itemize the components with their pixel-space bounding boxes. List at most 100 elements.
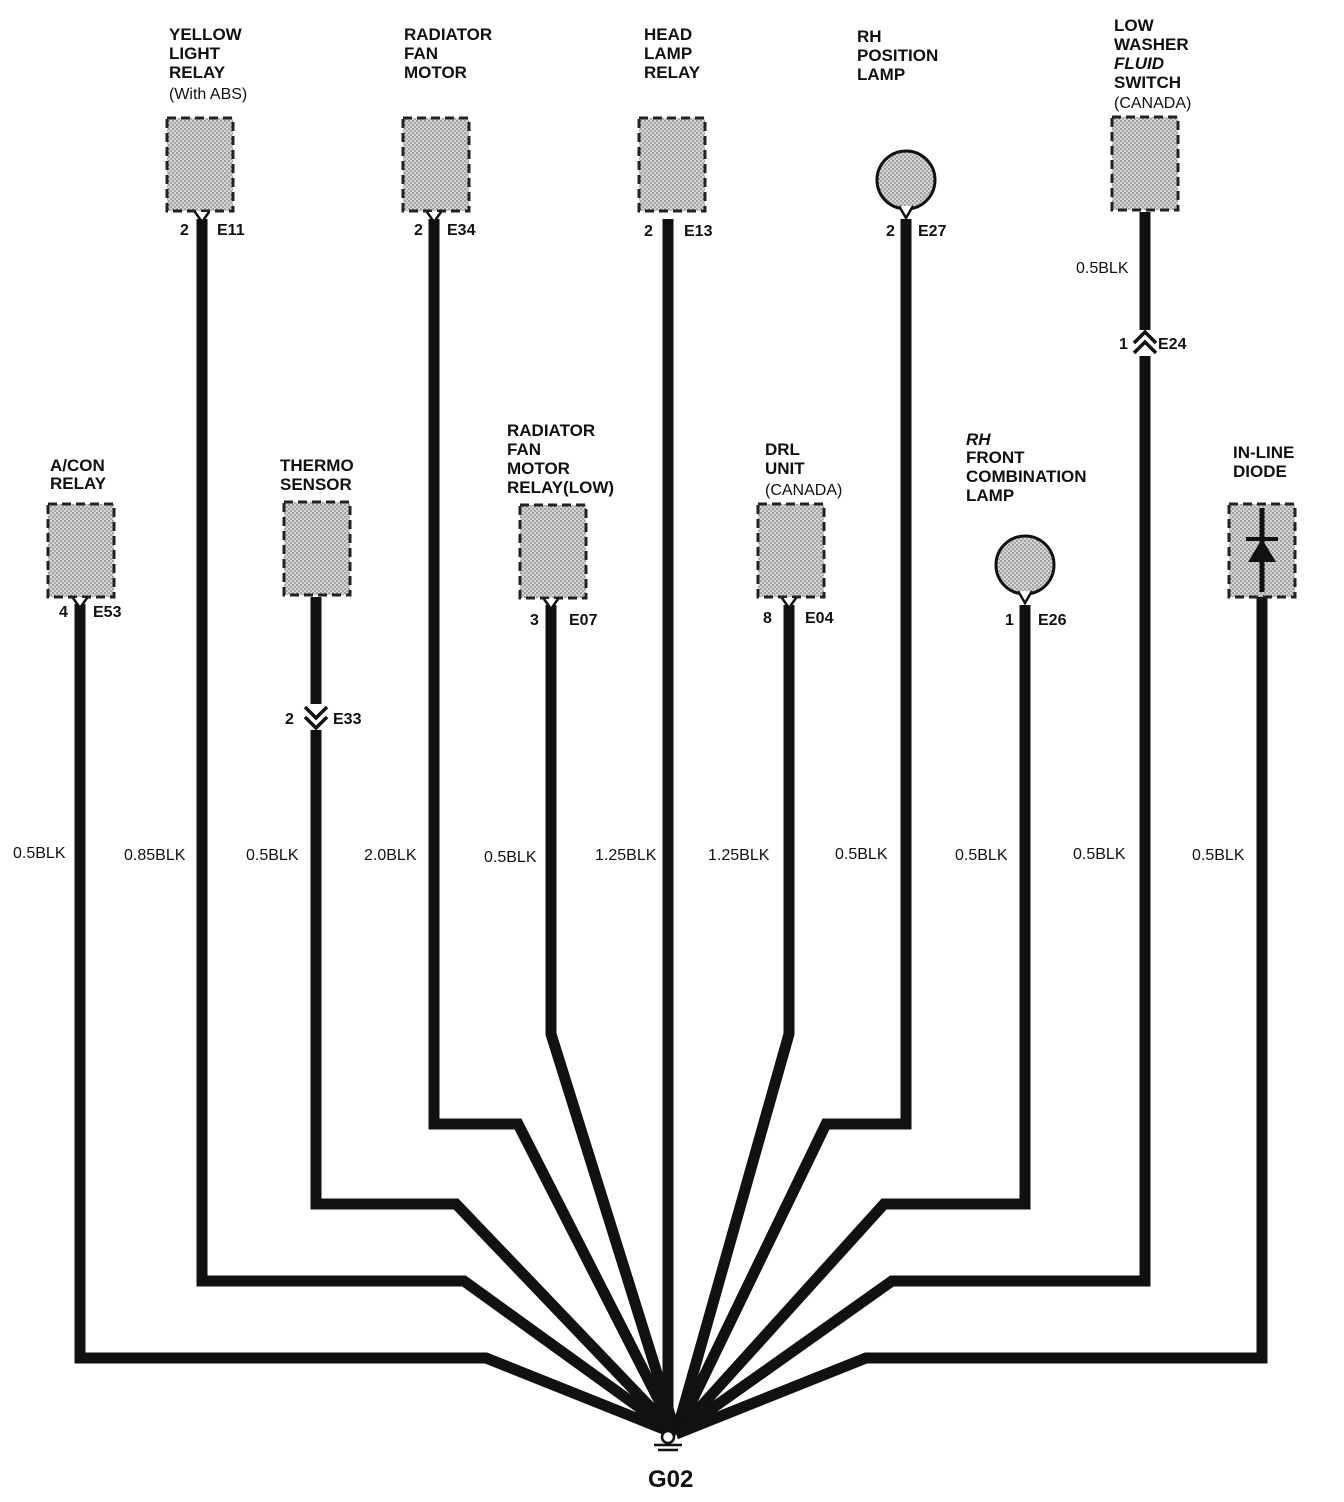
rh-front-combination-lamp-bulb [994, 534, 1056, 596]
head-lamp-relay-label-1: HEAD [644, 25, 692, 44]
wire-drl-unit [670, 605, 795, 1436]
yellow-light-relay-note: (With ABS) [169, 86, 247, 103]
rh-position-lamp-bulb [875, 149, 937, 211]
head-lamp-relay-label-2: LAMP [644, 44, 692, 63]
thermo-sensor-inline-pin: 2 [285, 711, 294, 728]
a-con-relay-pin: 4 [59, 604, 68, 621]
low-washer-fluid-switch-wire-spec: 0.5BLK [1073, 846, 1126, 863]
e26-pin-marker-icon [1016, 590, 1034, 606]
drl-unit-label-2: UNIT [765, 459, 805, 478]
e24-inline-connector-icon [1132, 329, 1158, 356]
e11-pin-marker-icon [193, 211, 211, 225]
drl-unit-note: (CANADA) [765, 482, 842, 499]
low-washer-fluid-switch-label-4: SWITCH [1114, 73, 1181, 92]
radiator-fan-motor-relay-low-box [518, 503, 588, 600]
drl-unit-connector: E04 [805, 610, 834, 627]
component-shapes [46, 115, 1297, 600]
low-washer-fluid-switch-label-2: WASHER [1114, 35, 1189, 54]
head-lamp-relay-box [637, 116, 707, 213]
radiator-fan-motor-relay-low-label-1: RADIATOR [507, 421, 595, 440]
a-con-relay-box [46, 502, 116, 599]
e53-pin-marker-icon [71, 597, 89, 611]
head-lamp-relay-wire-spec: 1.25BLK [595, 847, 657, 864]
thermo-sensor-box [282, 500, 352, 597]
rh-front-combination-lamp-label-4: LAMP [966, 486, 1014, 505]
rh-front-combination-lamp-connector: E26 [1038, 612, 1067, 629]
ground-symbol-icon [654, 1429, 682, 1452]
rh-position-lamp-label-1: RH [857, 27, 882, 46]
component-labels: A/CON RELAY YELLOW LIGHT RELAY (With ABS… [50, 16, 1294, 505]
rh-position-lamp-label-3: LAMP [857, 65, 905, 84]
radiator-fan-motor-wire-spec: 2.0BLK [364, 847, 417, 864]
yellow-light-relay-label-2: LIGHT [169, 44, 221, 63]
low-washer-fluid-switch-inline-pin: 1 [1119, 336, 1128, 353]
rh-front-combination-lamp-label-2: FRONT [966, 448, 1025, 467]
radiator-fan-motor-label-2: FAN [404, 44, 438, 63]
wire-low-washer-fluid-switch [672, 212, 1151, 1439]
wire-a-con-relay [74, 604, 679, 1440]
diode-symbol-icon [1246, 508, 1278, 592]
e04-pin-marker-icon [780, 597, 798, 611]
radiator-fan-motor-box [401, 116, 471, 213]
low-washer-fluid-switch-inline-connector: E24 [1158, 336, 1187, 353]
low-washer-fluid-switch-label-1: LOW [1114, 16, 1155, 35]
a-con-relay-wire-spec: 0.5BLK [13, 845, 66, 862]
radiator-fan-motor-label-3: MOTOR [404, 63, 467, 82]
drl-unit-box [756, 502, 826, 599]
radiator-fan-motor-relay-low-wire-spec: 0.5BLK [484, 849, 537, 866]
rh-front-combination-lamp-label-1: RH [966, 430, 991, 449]
wires [74, 212, 1268, 1440]
radiator-fan-motor-connector: E34 [447, 222, 476, 239]
a-con-relay-connector: E53 [93, 604, 122, 621]
e07-pin-marker-icon [542, 598, 560, 612]
thermo-sensor-inline-connector: E33 [333, 711, 362, 728]
wire-radiator-fan-motor-relay-low [545, 605, 682, 1436]
wire-yellow-light-relay [196, 219, 680, 1439]
e34-pin-marker-icon [425, 211, 443, 225]
wire-rh-front-combination-lamp [671, 605, 1031, 1438]
radiator-fan-motor-relay-low-label-4: RELAY(LOW) [507, 478, 614, 497]
in-line-diode-wire-spec: 0.5BLK [1192, 847, 1245, 864]
e27-pin-marker-icon [897, 205, 915, 221]
in-line-diode-label-2: DIODE [1233, 462, 1287, 481]
radiator-fan-motor-relay-low-label-3: MOTOR [507, 459, 570, 478]
rh-front-combination-lamp-pin: 1 [1005, 612, 1014, 629]
drl-unit-wire-spec: 1.25BLK [708, 847, 770, 864]
wire-radiator-fan-motor [428, 219, 681, 1437]
radiator-fan-motor-label-1: RADIATOR [404, 25, 492, 44]
rh-position-lamp-connector: E27 [918, 223, 947, 240]
connector-markers [71, 205, 1034, 612]
yellow-light-relay-wire-spec: 0.85BLK [124, 847, 186, 864]
pin-labels: 4 E53 2 E11 2 E33 2 E34 3 E07 2 E13 8 E0… [59, 222, 1187, 728]
wire-rh-position-lamp [671, 219, 912, 1437]
radiator-fan-motor-relay-low-connector: E07 [569, 612, 598, 629]
yellow-light-relay-label-3: RELAY [169, 63, 226, 82]
e33-inline-connector-icon [303, 704, 329, 731]
head-lamp-relay-pin: 2 [644, 223, 653, 240]
yellow-light-relay-connector: E11 [217, 222, 245, 239]
rh-front-combination-lamp-wire-spec: 0.5BLK [955, 847, 1008, 864]
yellow-light-relay-box [165, 116, 235, 213]
a-con-relay-label-1: A/CON [50, 456, 105, 475]
rh-position-lamp-label-2: POSITION [857, 46, 938, 65]
yellow-light-relay-label-1: YELLOW [169, 25, 243, 44]
thermo-sensor-wire-spec: 0.5BLK [246, 847, 299, 864]
in-line-diode-label-1: IN-LINE [1233, 443, 1294, 462]
rh-position-lamp-pin: 2 [886, 223, 895, 240]
head-lamp-relay-connector: E13 [684, 223, 713, 240]
drl-unit-pin: 8 [763, 610, 772, 627]
ground-label: G02 [648, 1466, 693, 1493]
head-lamp-relay-label-3: RELAY [644, 63, 701, 82]
wire-spec-labels: 0.5BLK 0.85BLK 0.5BLK 2.0BLK 0.5BLK 1.25… [13, 260, 1245, 866]
thermo-sensor-label-1: THERMO [280, 456, 354, 475]
wire-thermo-sensor [310, 597, 680, 1438]
wire-in-line-diode [673, 597, 1268, 1440]
rh-position-lamp-wire-spec: 0.5BLK [835, 846, 888, 863]
radiator-fan-motor-pin: 2 [414, 222, 423, 239]
rh-front-combination-lamp-label-3: COMBINATION [966, 467, 1087, 486]
radiator-fan-motor-relay-low-pin: 3 [530, 612, 539, 629]
low-washer-fluid-switch-box [1110, 115, 1180, 212]
low-washer-fluid-switch-upper-wire-spec: 0.5BLK [1076, 260, 1129, 277]
yellow-light-relay-pin: 2 [180, 222, 189, 239]
